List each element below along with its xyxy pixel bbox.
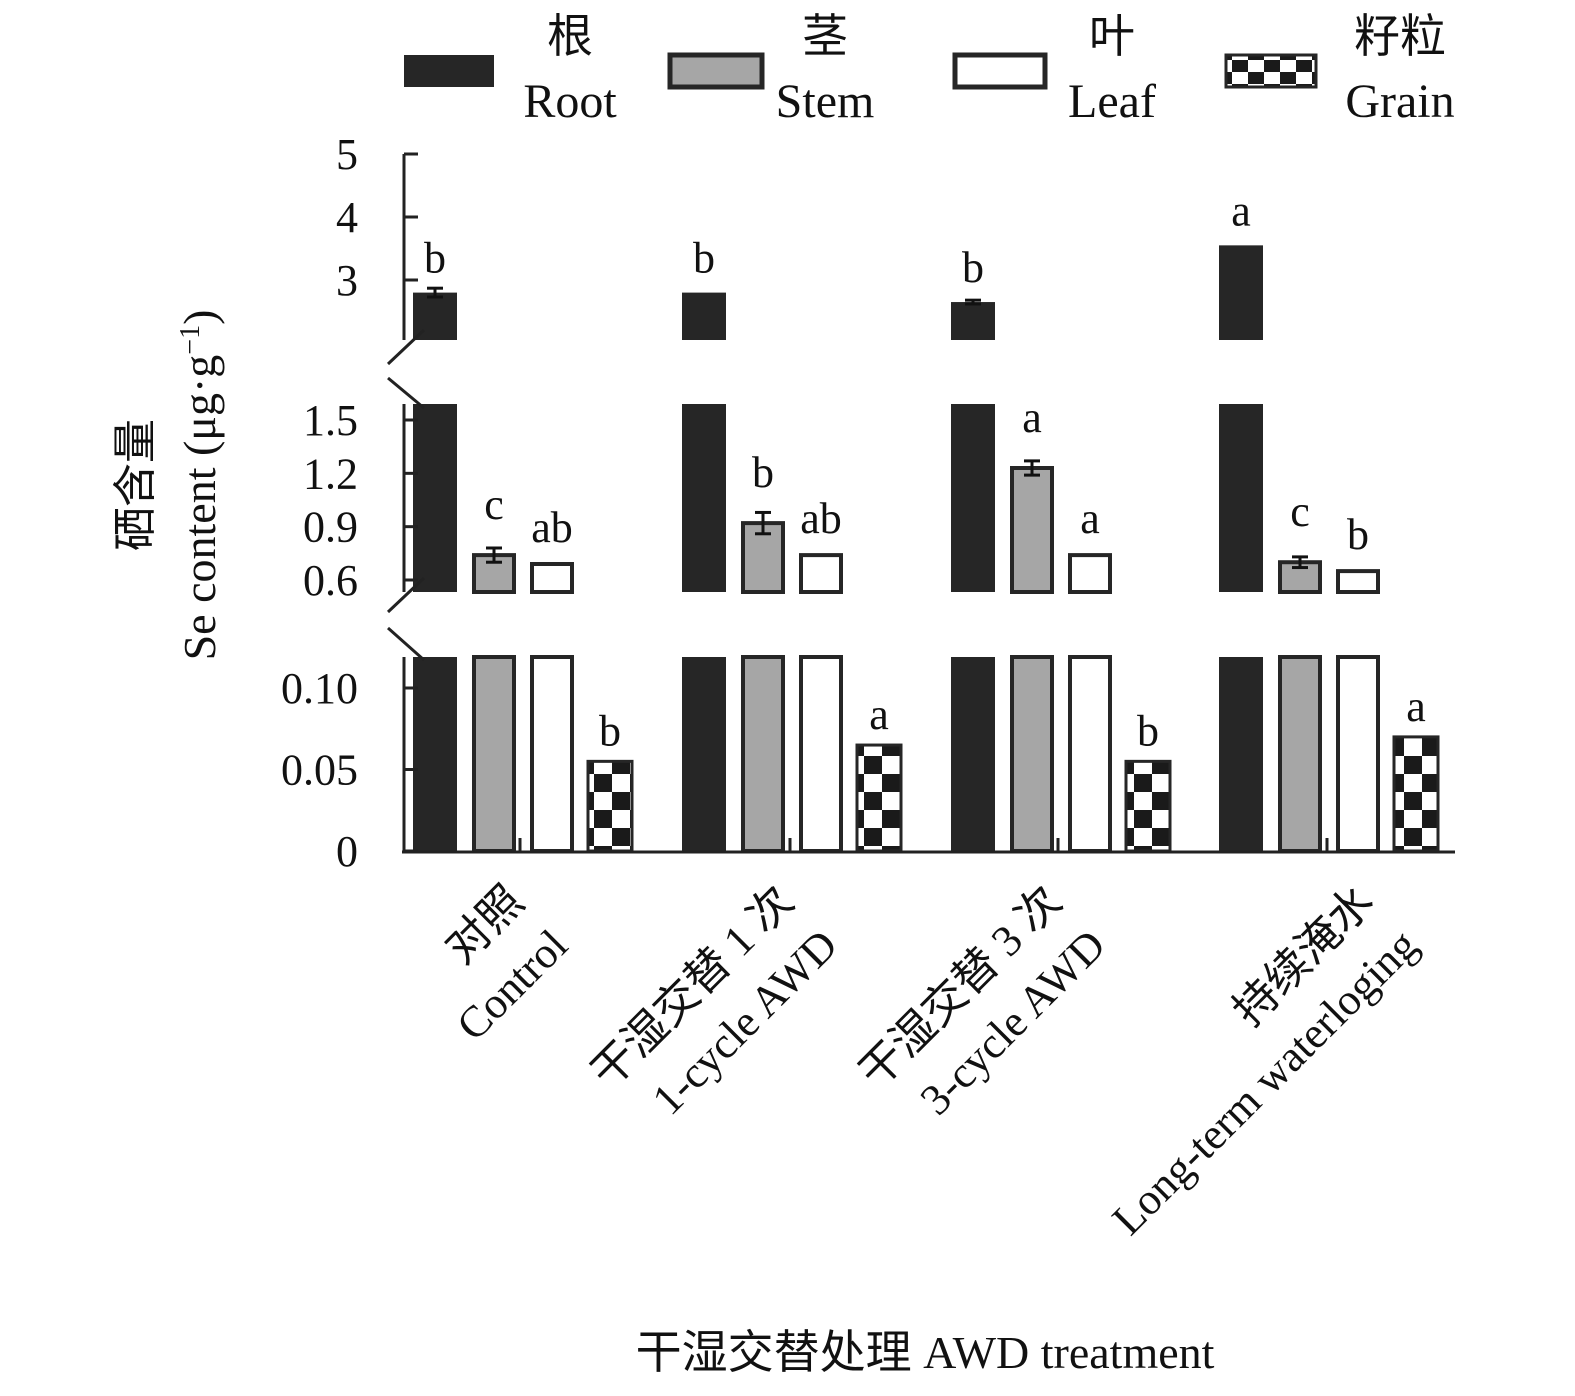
bar-stem <box>1010 466 1054 594</box>
bar-root-mid <box>951 404 995 592</box>
y-tick-label: 0.05 <box>281 746 358 795</box>
legend-item-stem: 茎 Stem <box>667 11 875 128</box>
y-tick-label: 0 <box>336 827 358 876</box>
significance-letter: b <box>1137 706 1159 755</box>
bar-stem-low <box>741 655 785 853</box>
y-axis-label-cn: 硒含量 <box>111 419 160 551</box>
y-axis-label-en-sup: −1 <box>175 325 206 355</box>
y-tick-label: 4 <box>336 193 358 242</box>
bar-root-mid <box>682 404 726 592</box>
legend-label-en: Root <box>523 75 617 128</box>
axis-break-mark <box>387 626 425 662</box>
bar-root-low <box>951 657 995 851</box>
significance-letter: a <box>869 690 889 739</box>
significance-letter: a <box>1406 682 1426 731</box>
axis-break-mark <box>386 328 426 366</box>
significance-letter: b <box>424 234 446 283</box>
legend-item-grain: 籽粒 Grain <box>1224 11 1455 128</box>
axis-break-mark <box>387 376 425 410</box>
bar-leaf-low <box>1068 655 1112 853</box>
legend-label-cn: 根 <box>547 11 593 62</box>
bar-leaf-low <box>799 655 843 853</box>
y-tick-label: 0.9 <box>303 503 358 552</box>
x-axis-label: 干湿交替处理 AWD treatment <box>636 1327 1215 1378</box>
bar-leaf <box>1336 569 1380 594</box>
bar-stem-low <box>1278 655 1322 853</box>
y-tick-label: 1.2 <box>303 449 358 498</box>
x-category-label: 干湿交替 1 次1-cycle AWD <box>582 876 847 1124</box>
bar-root <box>1219 245 1263 340</box>
significance-letter: b <box>752 448 774 497</box>
legend-label-en: Grain <box>1345 75 1454 128</box>
bar-leaf-low <box>1336 655 1380 853</box>
significance-letter: a <box>1231 186 1251 235</box>
legend: 根 Root 茎 Stem 叶 Leaf 籽粒 Grain <box>404 11 1455 128</box>
bar-root-low <box>413 657 457 851</box>
legend-label-en: Stem <box>776 75 875 128</box>
significance-letter: c <box>484 480 504 529</box>
legend-swatch-grain <box>1224 53 1318 89</box>
bar-grain <box>1392 735 1440 853</box>
legend-label-en: Leaf <box>1068 75 1156 128</box>
y-axis-label-en-close: ) <box>174 310 225 325</box>
bar-root <box>951 302 995 340</box>
significance-letter: a <box>1080 494 1100 543</box>
bar-root <box>682 292 726 340</box>
significance-letter: b <box>962 243 984 292</box>
legend-swatch-leaf <box>952 52 1048 90</box>
significance-letter: ab <box>531 503 573 552</box>
y-tick-label: 5 <box>336 130 358 179</box>
legend-label-cn: 籽粒 <box>1354 11 1446 62</box>
significance-letter: ab <box>800 494 842 543</box>
significance-letter: c <box>1290 487 1310 536</box>
y-tick-label: 3 <box>336 256 358 305</box>
y-axis-label-en-main: Se content (μg·g <box>174 355 225 661</box>
legend-item-leaf: 叶 Leaf <box>952 11 1156 128</box>
axes: 0 0.05 0.10 0.60.9 1.21.5 3 4 5 <box>281 130 1455 876</box>
legend-swatch-stem <box>667 52 765 90</box>
bar-leaf <box>530 562 574 594</box>
x-category-label: 干湿交替 3 次3-cycle AWD <box>850 876 1115 1124</box>
y-tick-label: 1.5 <box>303 396 358 445</box>
legend-label-cn: 茎 <box>802 11 848 62</box>
bar-leaf <box>1068 553 1112 594</box>
bars <box>413 245 1440 853</box>
significance-letter: a <box>1022 393 1042 442</box>
significance-letter: b <box>693 234 715 283</box>
bar-grain <box>855 743 903 853</box>
legend-swatch-root <box>404 55 494 87</box>
bar-leaf <box>799 553 843 594</box>
bar-leaf-low <box>530 655 574 853</box>
bar-root-low <box>682 657 726 851</box>
y-axis-label-en: Se content (μg·g−1) <box>174 310 225 661</box>
y-tick-label: 0.6 <box>303 556 358 605</box>
bar-root-mid <box>413 404 457 592</box>
significance-letter: b <box>1347 510 1369 559</box>
y-tick-label: 0.10 <box>281 664 358 713</box>
bar-root-low <box>1219 657 1263 851</box>
bar-grain <box>1124 759 1172 853</box>
legend-item-root: 根 Root <box>404 11 617 128</box>
bar-root-mid <box>1219 404 1263 592</box>
bar-stem-low <box>472 655 516 853</box>
bar-stem-low <box>1010 655 1054 853</box>
bar-grain <box>586 759 634 853</box>
legend-label-cn: 叶 <box>1089 11 1135 62</box>
significance-letter: b <box>599 706 621 755</box>
axis-break-mark <box>386 576 426 614</box>
